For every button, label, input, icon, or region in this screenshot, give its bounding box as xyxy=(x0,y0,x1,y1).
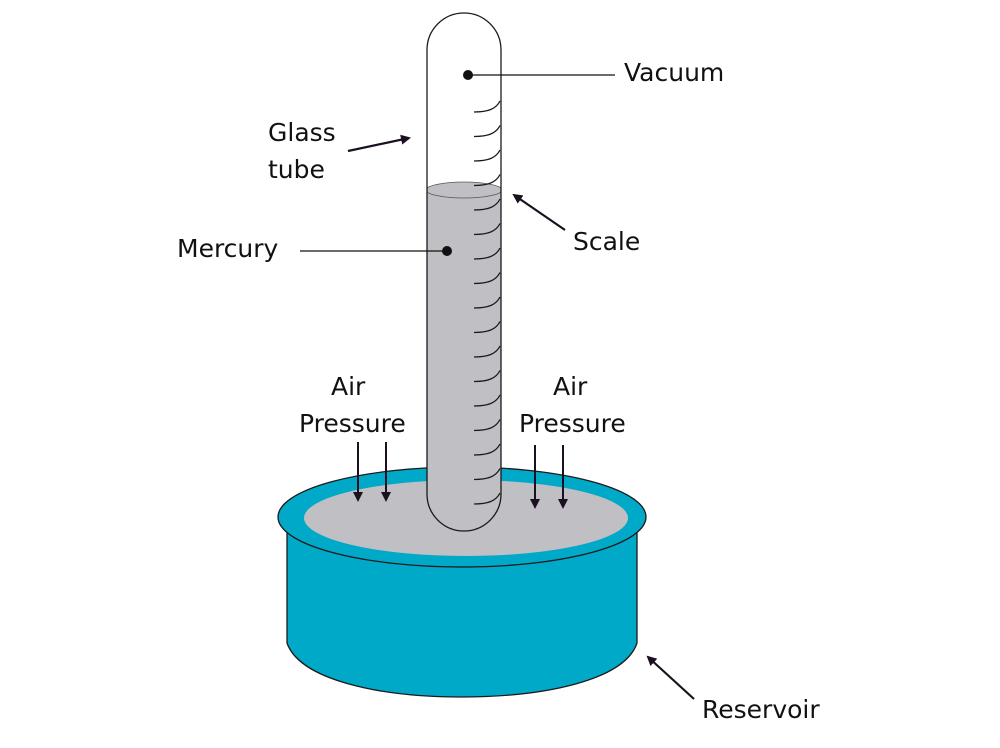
scale-tick xyxy=(473,394,501,407)
label-reservoir: Reservoir xyxy=(702,695,820,724)
label-vacuum: Vacuum xyxy=(624,58,724,87)
scale-tick xyxy=(473,492,501,505)
scale-tick xyxy=(473,125,501,138)
label-scale: Scale xyxy=(573,227,640,256)
mercury-column xyxy=(427,190,501,531)
reservoir-body xyxy=(286,524,638,698)
mercury-meniscus xyxy=(427,181,501,199)
label-mercury: Mercury xyxy=(177,234,279,263)
scale-tick xyxy=(473,321,501,334)
scale-arrow xyxy=(512,193,566,231)
scale-tick xyxy=(473,223,501,236)
scale-tick xyxy=(473,100,501,113)
label-air-left-line2: Pressure xyxy=(299,409,406,438)
scale-tick xyxy=(473,419,501,432)
tube-outline xyxy=(426,12,502,532)
label-air-left-line1: Air xyxy=(331,372,366,401)
scale-tick xyxy=(473,272,501,285)
scale-tick xyxy=(473,296,501,309)
scale-tick xyxy=(473,247,501,260)
label-glass-line2: tube xyxy=(268,155,325,184)
scale-tick xyxy=(473,370,501,383)
label-air-right-line1: Air xyxy=(553,372,588,401)
scale-ticks xyxy=(473,100,501,505)
scale-tick xyxy=(473,443,501,456)
label-glass-line1: Glass xyxy=(268,118,336,147)
scale-tick xyxy=(473,468,501,481)
glass-tube-arrow xyxy=(347,134,411,153)
reservoir-arrow xyxy=(646,655,695,700)
scale-tick xyxy=(473,174,501,187)
scale-tick xyxy=(473,149,501,162)
scale-tick xyxy=(473,198,501,211)
label-air-right-line2: Pressure xyxy=(519,409,626,438)
glass-tube xyxy=(426,12,502,532)
scale-tick xyxy=(473,345,501,358)
